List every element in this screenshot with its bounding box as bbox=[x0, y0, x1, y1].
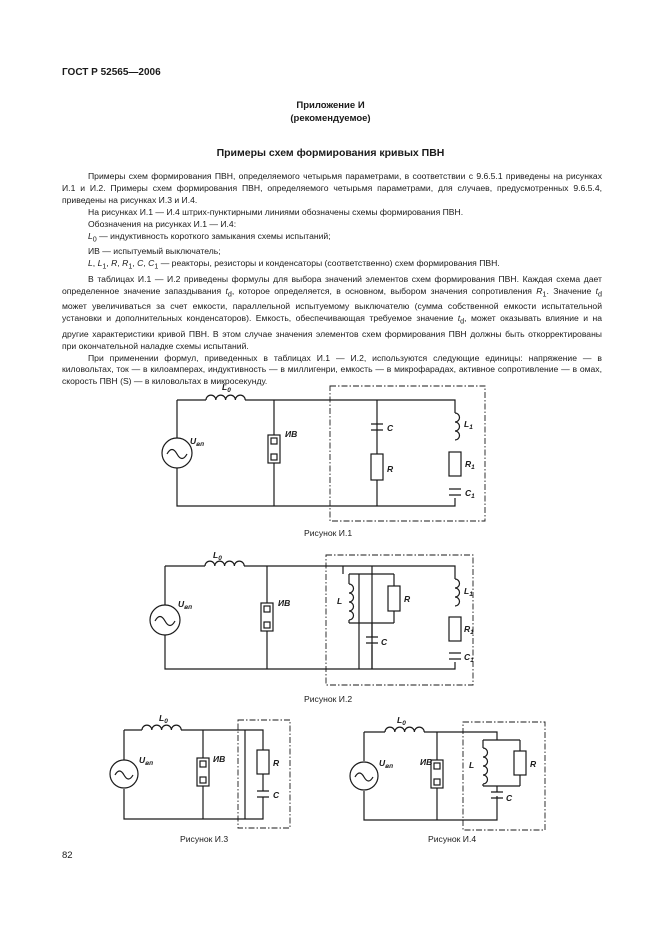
label-R: R bbox=[387, 464, 394, 474]
body-text: Примеры схем формирования ПВН, определяе… bbox=[62, 171, 602, 388]
figure-4-caption: Рисунок И.4 bbox=[428, 834, 477, 844]
label-L0: L0 bbox=[397, 715, 406, 727]
label-L0: L0 bbox=[222, 382, 231, 394]
label-C: C bbox=[273, 790, 280, 800]
figure-2-caption: Рисунок И.2 bbox=[304, 694, 353, 704]
label-C1: C1 bbox=[465, 488, 475, 500]
page-number: 82 bbox=[62, 850, 73, 861]
label-R1: R1 bbox=[464, 624, 474, 636]
label-IV: ИВ bbox=[213, 754, 225, 764]
label-L: L bbox=[469, 760, 474, 770]
legend-item: L, L1, R, R1, C, C1 — реакторы, резистор… bbox=[88, 258, 500, 271]
legend-item: L0 — индуктивность короткого замыкания с… bbox=[88, 230, 331, 244]
label-L0: L0 bbox=[213, 550, 222, 562]
document-standard-header: ГОСТ Р 52565—2006 bbox=[62, 67, 161, 78]
label-C1: C1 bbox=[464, 652, 474, 664]
paragraph: Примеры схем формирования ПВН, определяе… bbox=[62, 171, 602, 205]
label-L1: L1 bbox=[464, 586, 473, 598]
label-L0: L0 bbox=[159, 713, 168, 725]
label-Uvp: Uвп bbox=[379, 758, 393, 770]
label-R1: R1 bbox=[465, 459, 475, 471]
label-C: C bbox=[387, 423, 394, 433]
appendix-status: (рекомендуемое) bbox=[290, 113, 371, 124]
paragraph: При применении формул, приведенных в таб… bbox=[62, 352, 602, 387]
paragraph: Обозначения на рисунках И.1 — И.4: bbox=[88, 218, 237, 229]
label-Uvp: Uвп bbox=[139, 755, 153, 767]
figure-3-caption: Рисунок И.3 bbox=[180, 834, 229, 844]
label-R: R bbox=[530, 759, 537, 769]
label-IV: ИВ bbox=[285, 429, 297, 439]
label-Uvp: Uвп bbox=[178, 599, 192, 611]
label-IV: ИВ bbox=[278, 598, 290, 608]
label-Uvp: Uвп bbox=[190, 436, 204, 448]
appendix-title: Приложение И bbox=[296, 100, 365, 111]
paragraph: На рисунках И.1 — И.4 штрих-пунктирными … bbox=[88, 206, 464, 217]
figure-2-circuit: L0 Uвп ИВ L R C L1 R1 C1 bbox=[149, 550, 474, 686]
label-L1: L1 bbox=[464, 419, 473, 431]
figure-1-circuit: L0 Uвп ИВ C R L1 R1 C1 bbox=[161, 382, 486, 522]
paragraph: В таблицах И.1 — И.2 приведены формулы д… bbox=[62, 273, 603, 351]
legend-item: ИВ — испытуемый выключатель; bbox=[88, 246, 221, 257]
section-title: Примеры схем формирования кривых ПВН bbox=[216, 147, 445, 159]
figure-3-circuit: L0 Uвп ИВ R C bbox=[109, 713, 291, 829]
label-R: R bbox=[273, 758, 280, 768]
label-IV: ИВ bbox=[420, 757, 432, 767]
label-C: C bbox=[381, 637, 388, 647]
label-C: C bbox=[506, 793, 513, 803]
figure-4-circuit: L0 Uвп ИВ L R C bbox=[349, 715, 546, 831]
label-L: L bbox=[337, 596, 342, 606]
figure-1-caption: Рисунок И.1 bbox=[304, 528, 353, 538]
label-R: R bbox=[404, 594, 411, 604]
